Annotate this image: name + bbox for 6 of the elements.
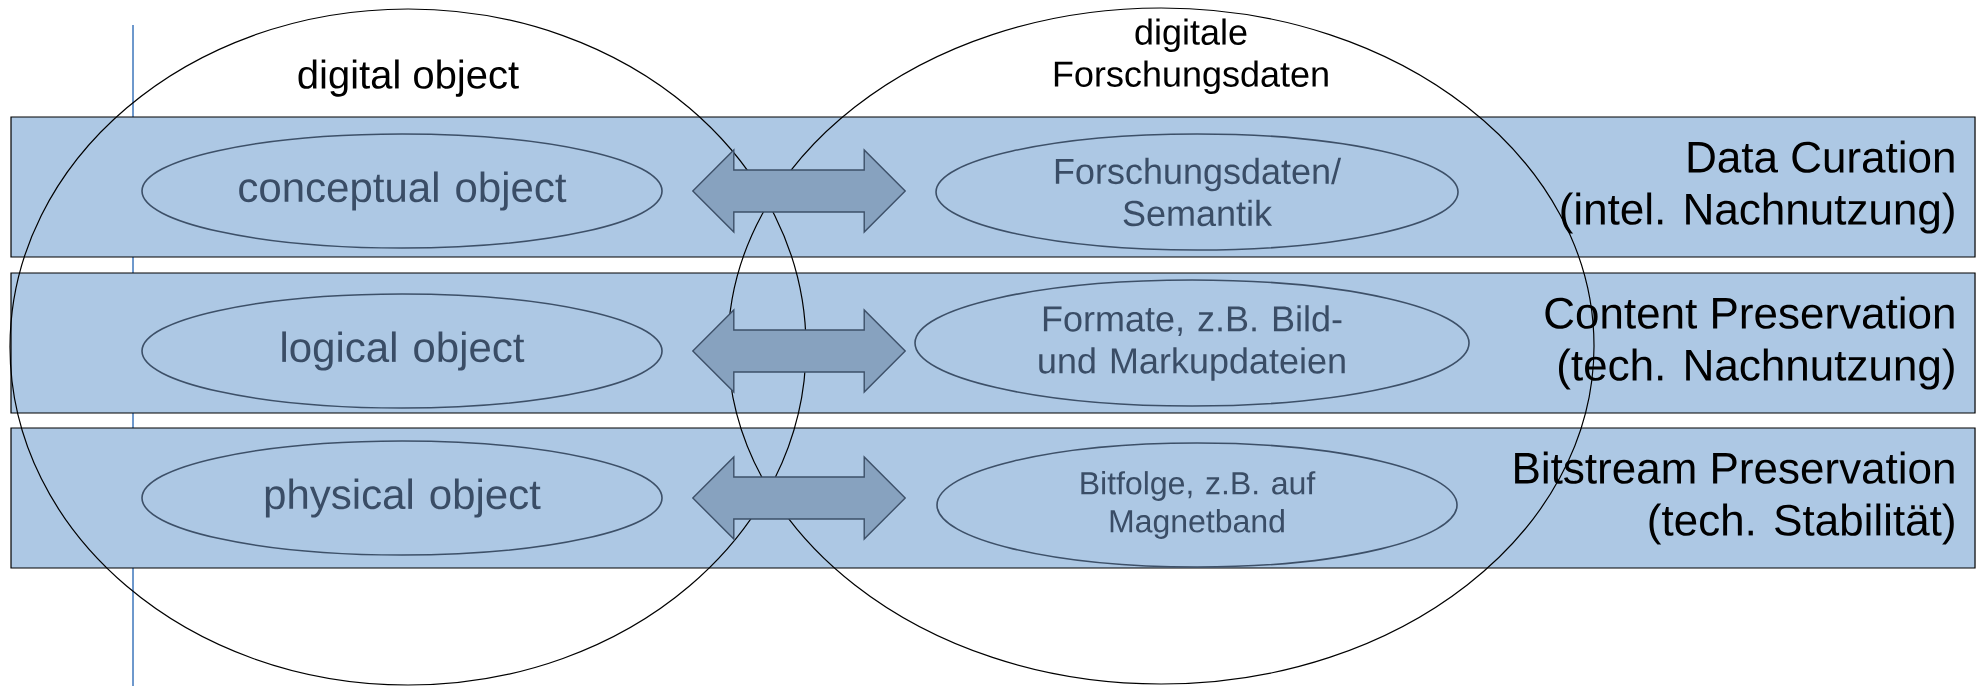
oval: Bitfolge, z.B. auf Magnetband	[936, 442, 1458, 568]
oval: Forschungsdaten/ Semantik	[935, 133, 1459, 251]
oval: Formate, z.B. Bild- und Markupdateien	[914, 279, 1470, 407]
oval: physical object	[141, 440, 663, 556]
oval: logical object	[141, 293, 663, 409]
oval: conceptual object	[141, 133, 663, 249]
